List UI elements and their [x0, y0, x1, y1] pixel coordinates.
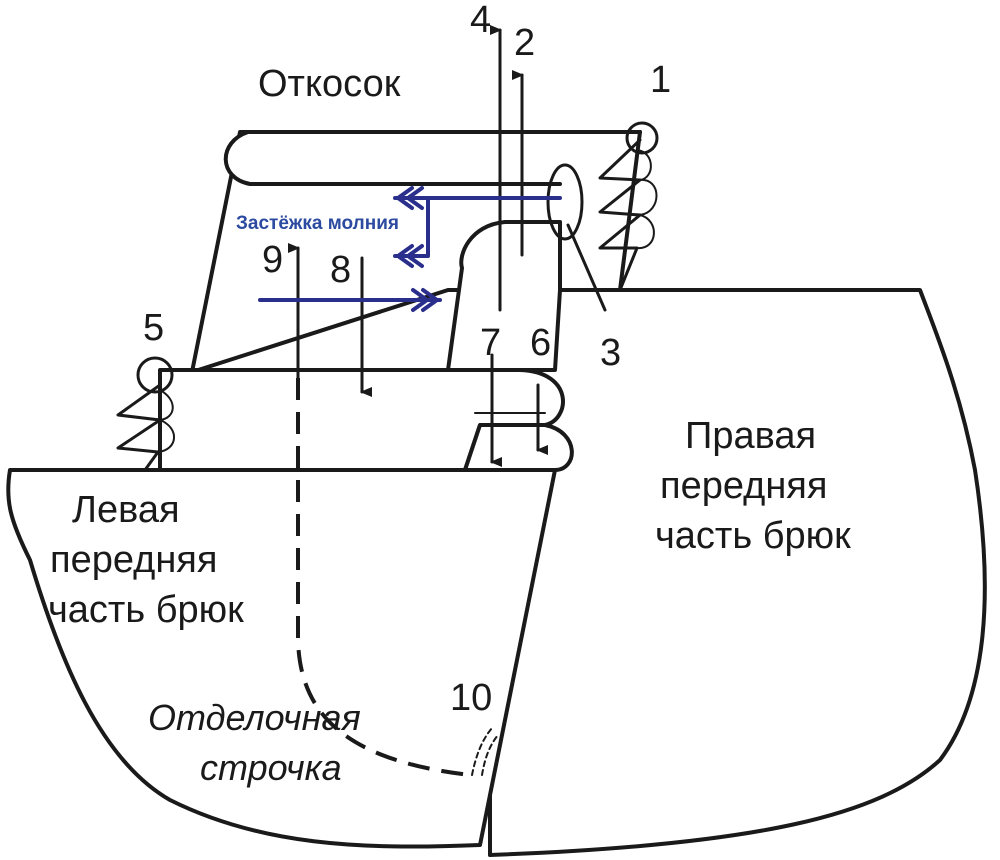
finishing-stitch-line [296, 378, 471, 777]
zipper-label: Застёжка молния [236, 213, 399, 234]
stitch-end-mark-1 [471, 727, 493, 776]
leader-line-3 [566, 223, 607, 312]
right-front-label-1: Правая [685, 415, 816, 457]
overlock-stitch-right [598, 138, 642, 292]
zipper-arrows [258, 186, 562, 312]
number-8: 8 [330, 249, 351, 291]
finishing-stitch-label-2: строчка [200, 747, 342, 788]
mark-ellipse-3 [546, 163, 584, 241]
finishing-stitch-label-1: Отделочная [148, 697, 361, 738]
number-4: 4 [470, 0, 491, 41]
right-front-panel [488, 288, 987, 857]
left-front-label-2: передняя [50, 539, 217, 581]
number-7: 7 [480, 322, 501, 364]
overlock-stitch-left [116, 383, 162, 472]
number-9: 9 [262, 239, 283, 281]
mark-circle-5 [136, 356, 174, 394]
number-1: 1 [650, 59, 671, 101]
number-5: 5 [143, 307, 164, 349]
otkosok-label: Откосок [258, 63, 401, 105]
left-waist-curl [463, 423, 574, 472]
number-3: 3 [600, 332, 621, 374]
number-10: 10 [450, 677, 492, 719]
left-front-panel [6, 468, 557, 849]
right-front-label-2: передняя [660, 465, 827, 507]
left-front-label-3: часть брюк [48, 589, 244, 631]
mark-circle-1 [625, 121, 659, 155]
left-front-label-1: Левая [72, 489, 180, 531]
right-front-label-3: часть брюк [655, 515, 851, 557]
number-2: 2 [514, 22, 535, 64]
otkosok-curl [223, 130, 642, 186]
number-6: 6 [530, 322, 551, 364]
stitch-end-mark-2 [481, 734, 499, 776]
